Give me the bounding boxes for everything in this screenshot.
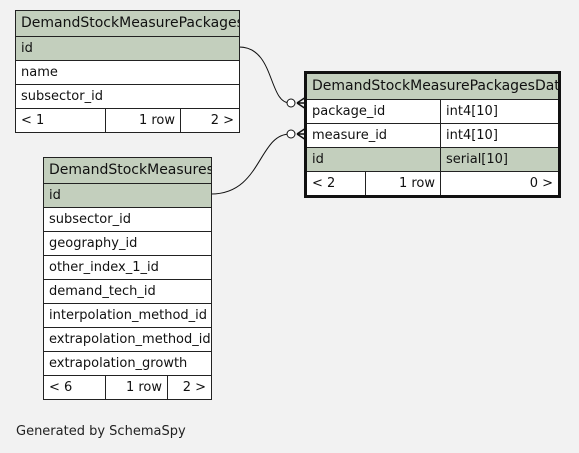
link-packages-endpoint bbox=[286, 98, 296, 108]
table-demandstockmeasurepackagesdata[interactable]: DemandStockMeasurePackagesData package_i… bbox=[304, 71, 561, 198]
column-row[interactable]: extrapolation_growth bbox=[44, 352, 211, 376]
table-footer: < 1 1 row 2 > bbox=[16, 109, 239, 132]
row-count: 1 row bbox=[365, 172, 440, 195]
column-name: demand_tech_id bbox=[49, 284, 156, 299]
table-demandstockmeasures[interactable]: DemandStockMeasures id subsector_id geog… bbox=[43, 157, 212, 400]
column-name: geography_id bbox=[49, 236, 138, 251]
column-row[interactable]: interpolation_method_id bbox=[44, 304, 211, 328]
column-row[interactable]: package_id int4[10] bbox=[307, 100, 558, 124]
column-row[interactable]: id serial[10] bbox=[307, 148, 558, 172]
column-row[interactable]: subsector_id bbox=[44, 208, 211, 232]
column-row[interactable]: demand_tech_id bbox=[44, 280, 211, 304]
link-packages-to-data bbox=[238, 46, 291, 104]
column-name: extrapolation_method_id bbox=[49, 332, 211, 347]
children-count[interactable]: 2 > bbox=[167, 376, 211, 399]
parents-count[interactable]: < 1 bbox=[21, 113, 45, 128]
column-row[interactable]: id bbox=[16, 37, 239, 61]
link-measures-endpoint bbox=[286, 129, 296, 139]
column-name: subsector_id bbox=[49, 212, 131, 227]
row-count: 1 row bbox=[105, 376, 167, 399]
column-name: id bbox=[44, 184, 211, 207]
column-type: serial[10] bbox=[440, 148, 558, 171]
table-footer: < 6 1 row 2 > bbox=[44, 376, 211, 399]
parents-count[interactable]: < 6 bbox=[49, 380, 73, 395]
column-name: name bbox=[21, 65, 58, 80]
column-row[interactable]: subsector_id bbox=[16, 85, 239, 109]
row-count: 1 row bbox=[105, 109, 180, 132]
parents-count[interactable]: < 2 bbox=[312, 176, 336, 191]
column-name: id bbox=[307, 148, 440, 171]
children-count[interactable]: 0 > bbox=[440, 172, 558, 195]
column-type: int4[10] bbox=[440, 124, 558, 147]
column-name: id bbox=[16, 37, 239, 60]
column-type: int4[10] bbox=[440, 100, 558, 123]
table-demandstockmeasurepackages[interactable]: DemandStockMeasurePackages id name subse… bbox=[15, 10, 240, 133]
column-name: interpolation_method_id bbox=[49, 308, 208, 323]
column-row[interactable]: name bbox=[16, 61, 239, 85]
column-name: measure_id bbox=[312, 128, 388, 143]
column-name: extrapolation_growth bbox=[49, 356, 188, 371]
link-measures-to-data bbox=[210, 133, 291, 195]
column-name: subsector_id bbox=[21, 89, 103, 104]
column-row[interactable]: measure_id int4[10] bbox=[307, 124, 558, 148]
table-title[interactable]: DemandStockMeasures bbox=[44, 158, 211, 184]
generated-by-label: Generated by SchemaSpy bbox=[16, 424, 186, 439]
column-name: other_index_1_id bbox=[49, 260, 159, 275]
table-title[interactable]: DemandStockMeasurePackages bbox=[16, 11, 239, 37]
column-name: package_id bbox=[312, 104, 386, 119]
children-count[interactable]: 2 > bbox=[180, 109, 239, 132]
table-title[interactable]: DemandStockMeasurePackagesData bbox=[307, 74, 558, 100]
column-row[interactable]: geography_id bbox=[44, 232, 211, 256]
column-row[interactable]: extrapolation_method_id bbox=[44, 328, 211, 352]
column-row[interactable]: other_index_1_id bbox=[44, 256, 211, 280]
column-row[interactable]: id bbox=[44, 184, 211, 208]
table-footer: < 2 1 row 0 > bbox=[307, 172, 558, 195]
